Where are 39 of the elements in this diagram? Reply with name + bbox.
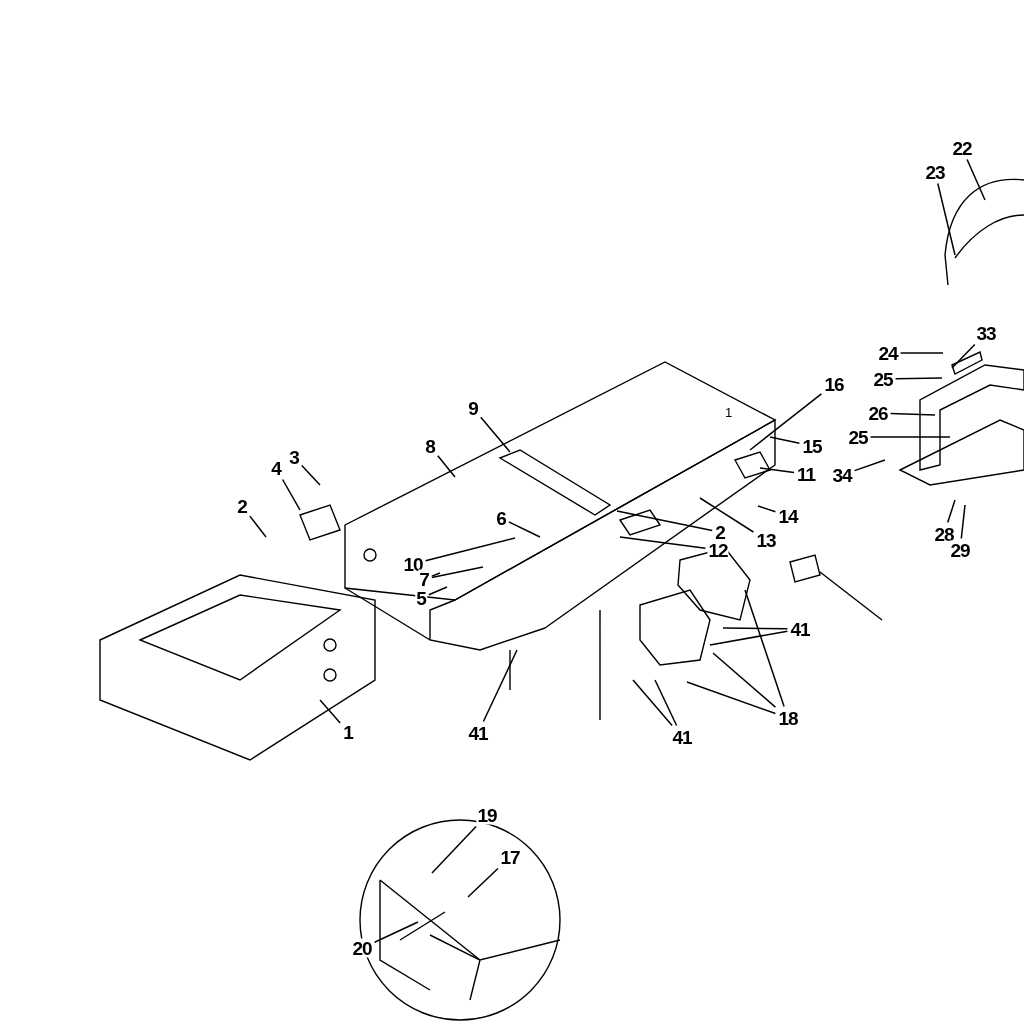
leader-line xyxy=(424,537,516,562)
leader-line xyxy=(373,921,419,943)
leader-line xyxy=(654,679,678,727)
leader-line xyxy=(480,416,511,453)
leader-line xyxy=(281,478,301,511)
leader-line xyxy=(853,459,886,472)
leader-line xyxy=(966,158,986,201)
leader-line xyxy=(709,630,789,646)
leader-line xyxy=(686,681,777,715)
leader-line xyxy=(482,649,518,723)
leader-line xyxy=(951,343,976,369)
leader-line xyxy=(431,825,477,874)
leader-line xyxy=(712,652,777,708)
leader-line xyxy=(249,515,267,538)
leader-line xyxy=(431,572,441,577)
leader-line xyxy=(744,589,785,708)
leader-line xyxy=(894,377,943,380)
leader-line xyxy=(946,499,956,524)
leader-line xyxy=(722,627,789,630)
leader-line xyxy=(632,679,673,727)
leader-line xyxy=(699,497,755,533)
leader-line xyxy=(437,454,456,478)
leader-line xyxy=(431,566,484,579)
leader-line xyxy=(889,412,936,416)
leader-line xyxy=(301,464,321,486)
callout-number: 20 xyxy=(351,938,373,958)
leader-line xyxy=(319,699,341,724)
leader-line xyxy=(508,521,541,538)
leader-line xyxy=(759,467,795,474)
leader-line xyxy=(899,352,944,354)
leader-line xyxy=(937,182,956,256)
leader-line xyxy=(467,867,499,898)
leader-line xyxy=(960,504,966,540)
leader-line xyxy=(757,505,777,513)
leader-line xyxy=(749,393,823,451)
leader-line xyxy=(869,436,951,438)
leader-line xyxy=(769,436,801,445)
leader-line xyxy=(616,510,713,532)
leader-line xyxy=(428,586,448,596)
